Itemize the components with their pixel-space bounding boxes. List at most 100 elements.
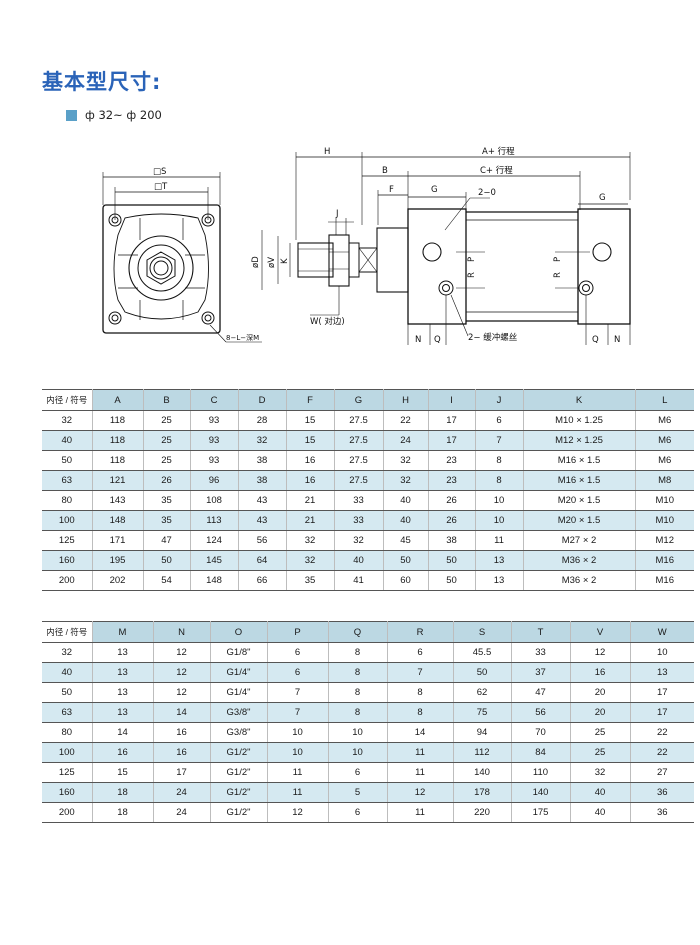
table-cell: 220 (453, 802, 512, 823)
table-cell: 11 (387, 742, 454, 763)
table-cell: 24 (153, 802, 211, 823)
table-cell: 10 (328, 722, 388, 743)
table-cell: 32 (286, 550, 335, 571)
table-cell: 50 (42, 682, 93, 703)
table-cell: 16 (92, 742, 154, 763)
dim-label-r: R (467, 272, 477, 278)
table-cell: 63 (42, 702, 93, 723)
table-cell: 56 (238, 530, 287, 551)
table-cell: 32 (570, 762, 631, 783)
dim-label-c: C+ 行程 (480, 165, 513, 176)
table-cell: 56 (511, 702, 571, 723)
table-cell: 20 (570, 702, 631, 723)
table-cell: 11 (267, 762, 329, 783)
table-cell: 110 (511, 762, 571, 783)
table-cell: 63 (42, 470, 93, 491)
header-cell: M (92, 621, 154, 643)
table-cell: 8 (328, 642, 388, 663)
table-cell: 25 (143, 410, 191, 431)
dim-label-p2: P (553, 257, 563, 262)
table-cell: M36 × 2 (523, 570, 636, 591)
table-cell: 75 (453, 702, 512, 723)
dim-label-q: Q (434, 335, 441, 345)
table-cell: G1/4" (210, 662, 268, 683)
table-cell: 8 (328, 682, 388, 703)
header-cell: J (475, 389, 524, 411)
table-cell: 7 (387, 662, 454, 683)
table-cell: 40 (570, 782, 631, 803)
table-cell: 100 (42, 510, 93, 531)
table-cell: 125 (42, 530, 93, 551)
table-cell: 145 (190, 550, 239, 571)
header-cell-bore: 内径 / 符号 (42, 389, 93, 411)
table-cell: G3/8" (210, 702, 268, 723)
table-cell: 16 (153, 742, 211, 763)
dim-label-n: N (415, 335, 421, 345)
table-cell: 93 (190, 410, 239, 431)
table-cell: 40 (42, 430, 93, 451)
table-cell: 108 (190, 490, 239, 511)
header-cell: B (143, 389, 191, 411)
table-cell: 10 (267, 742, 329, 763)
table-cell: 21 (286, 490, 335, 511)
bore-range: ф 32~ ф 200 (66, 108, 162, 122)
table-cell: 32 (383, 450, 429, 471)
dim-label-k: K (280, 258, 290, 264)
table-cell: 195 (92, 550, 144, 571)
dim-label-t: □T (154, 182, 168, 192)
table-cell: M16 × 1.5 (523, 470, 636, 491)
table-cell: 24 (153, 782, 211, 803)
table-cell: 8 (387, 682, 454, 703)
table-cell: 6 (267, 642, 329, 663)
cylinder-drawing: □S □T 8−L−深M H A+ 行程 (102, 146, 631, 345)
table-cell: 41 (334, 570, 384, 591)
table-cell: 7 (267, 702, 329, 723)
table-cell: 33 (334, 490, 384, 511)
table-cell: 50 (143, 550, 191, 571)
table-cell: 18 (92, 802, 154, 823)
table-cell: 50 (42, 450, 93, 471)
table-cell: 118 (92, 410, 144, 431)
header-cell-bore: 内径 / 符号 (42, 621, 93, 643)
dim-label-f: F (389, 185, 394, 195)
table-cell: 21 (286, 510, 335, 531)
table-cell: 160 (42, 550, 93, 571)
table-cell: 60 (383, 570, 429, 591)
table-cell: 17 (428, 430, 476, 451)
table-cell: 45 (383, 530, 429, 551)
table-cell: M6 (635, 410, 694, 431)
table-cell: 17 (630, 702, 694, 723)
table-cell: 11 (475, 530, 524, 551)
table-cell: 36 (630, 802, 694, 823)
table-cell: 40 (570, 802, 631, 823)
table-cell: 14 (92, 722, 154, 743)
table-cell: 11 (267, 782, 329, 803)
table-cell: 25 (143, 430, 191, 451)
table-cell: 13 (630, 662, 694, 683)
table-cell: 125 (42, 762, 93, 783)
table-cell: 40 (383, 510, 429, 531)
table-cell: 202 (92, 570, 144, 591)
table-cell: 124 (190, 530, 239, 551)
table-cell: 50 (428, 550, 476, 571)
table-cell: 8 (328, 702, 388, 723)
table-cell: 32 (383, 470, 429, 491)
header-cell: F (286, 389, 335, 411)
table-cell: 17 (428, 410, 476, 431)
table-cell: 13 (475, 570, 524, 591)
table-cell: 13 (92, 682, 154, 703)
header-cell: H (383, 389, 429, 411)
dim-label-g2: G (599, 193, 606, 203)
table-cell: 23 (428, 450, 476, 471)
table-cell: 27.5 (334, 410, 384, 431)
table-cell: 175 (511, 802, 571, 823)
table-cell: 40 (42, 662, 93, 683)
table-cell: 20 (570, 682, 631, 703)
